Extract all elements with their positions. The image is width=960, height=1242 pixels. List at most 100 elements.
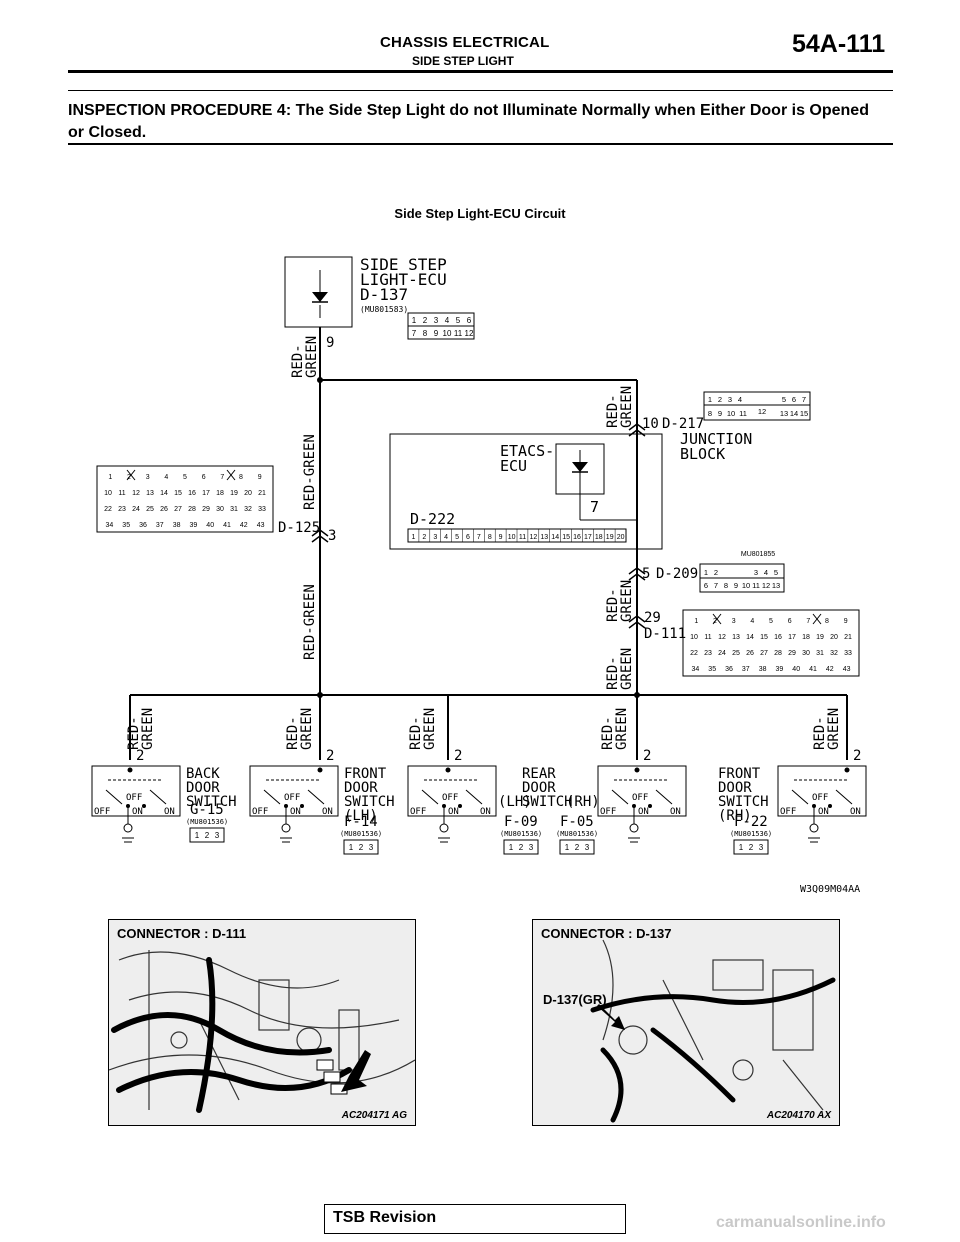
big-conn-pin: 5	[769, 618, 773, 625]
big-conn-pin: 42	[240, 522, 248, 529]
switch-conn-pin: 3	[369, 843, 374, 852]
switch-pin: 2	[643, 748, 651, 764]
d209-connector-face: MU801855 1 2 3 4 5 6 7 8 9 10 11 12 13	[699, 551, 785, 593]
junction-label-1: JUNCTION	[680, 430, 752, 448]
big-conn-pin: 11	[118, 490, 125, 497]
procedure-title: INSPECTION PROCEDURE 4: The Side Step Li…	[68, 102, 869, 141]
wire-label-d217-green: GREEN	[619, 386, 635, 428]
d111-pin: 29	[644, 610, 661, 626]
big-conn-pin: 43	[257, 522, 265, 529]
svg-text:8: 8	[423, 329, 428, 338]
switch-on-mid: ON	[818, 807, 829, 817]
switch-name-2: DOOR	[718, 780, 752, 796]
d222-pin: 2	[422, 534, 426, 541]
wire-label-ecu-red: RED-	[290, 344, 306, 378]
svg-text:12: 12	[758, 407, 766, 416]
d111-connector-face: 1234567891011121314151617181920212223242…	[682, 609, 860, 677]
d222-pin: 13	[540, 534, 548, 541]
big-conn-pin: 33	[258, 506, 266, 513]
d222-label: D-222	[410, 510, 455, 528]
svg-text:12: 12	[465, 329, 474, 338]
sw1-wire-green: GREEN	[140, 708, 156, 750]
svg-text:15: 15	[800, 409, 808, 418]
big-conn-pin: 20	[830, 634, 838, 641]
big-conn-pin: 19	[230, 490, 238, 497]
d222-pin: 3	[433, 534, 437, 541]
junction-block-box	[389, 433, 663, 550]
d222-pin: 6	[466, 534, 470, 541]
svg-text:2: 2	[423, 316, 428, 325]
svg-text:12: 12	[762, 581, 770, 590]
svg-text:4: 4	[764, 568, 768, 577]
svg-text:5: 5	[782, 395, 786, 404]
svg-text:10: 10	[742, 581, 750, 590]
svg-text:2: 2	[714, 568, 718, 577]
svg-text:11: 11	[454, 329, 463, 338]
big-conn-pin: 3	[732, 618, 736, 625]
photo-d111: CONNECTOR : D-111 AC204171 AG	[108, 919, 416, 1126]
switch-on-mid: ON	[290, 807, 301, 817]
photo-d137-code: AC204170 AX	[766, 1110, 831, 1121]
svg-text:8: 8	[724, 581, 728, 590]
big-conn-pin: 28	[774, 650, 782, 657]
svg-text:8: 8	[708, 409, 712, 418]
svg-text:13: 13	[772, 581, 780, 590]
svg-text:5: 5	[456, 316, 461, 325]
switch-name-3: SWITCH	[344, 794, 395, 810]
switch-connector: F-14	[344, 814, 378, 830]
big-conn-pin: 6	[788, 618, 792, 625]
svg-text:11: 11	[739, 409, 747, 418]
switch-name-1: FRONT	[718, 766, 761, 782]
d222-pin: 16	[573, 534, 581, 541]
d222-pin: 8	[488, 534, 492, 541]
switch-off-left: OFF	[780, 807, 796, 817]
sw3-wire-red: RED-	[408, 716, 424, 750]
switch-name-3: SWITCH	[718, 794, 769, 810]
d222-pin: 12	[530, 534, 538, 541]
svg-text:10: 10	[727, 409, 735, 418]
d217-connector-face: 1 2 3 4 5 6 7 8 9 10 11 12 13 14 15	[703, 391, 811, 421]
circuit-title: Side Step Light-ECU Circuit	[394, 206, 566, 221]
switch-on-mid: ON	[638, 807, 649, 817]
switch-conn-pin: 2	[519, 843, 524, 852]
big-conn-pin: 29	[788, 650, 796, 657]
sw1-wire-red: RED-	[126, 716, 142, 750]
big-conn-pin: 3	[146, 474, 150, 481]
switch-side: (LH)	[344, 808, 378, 824]
svg-text:MU801855: MU801855	[741, 551, 775, 558]
switch-conn-pin: 2	[575, 843, 580, 852]
big-conn-pin: 13	[146, 490, 154, 497]
side-step-ecu-box	[284, 256, 353, 328]
switch-conn-pin: 1	[349, 843, 354, 852]
d125-pin: 3	[328, 528, 336, 544]
big-conn-pin: 36	[725, 666, 733, 673]
svg-text:2: 2	[718, 395, 722, 404]
d137-connector-face: 1 2 3 4 5 6 7 8 9 10 11 12	[407, 312, 475, 340]
switch-name-1: REAR	[522, 766, 556, 782]
big-conn-pin: 40	[792, 666, 800, 673]
d222-pin: 18	[595, 534, 603, 541]
junction-label-2: BLOCK	[680, 445, 725, 463]
big-conn-pin: 30	[802, 650, 810, 657]
ecu-diode-icon	[312, 292, 328, 302]
big-conn-pin: 22	[104, 506, 112, 513]
big-conn-pin: 33	[844, 650, 852, 657]
switch-side: (RH)	[718, 808, 752, 824]
switch-on-right: ON	[670, 807, 681, 817]
sw2-wire-green: GREEN	[299, 708, 315, 750]
big-conn-pin: 31	[230, 506, 238, 513]
big-conn-pin: 24	[132, 506, 140, 513]
svg-text:14: 14	[790, 409, 798, 418]
svg-text:4: 4	[738, 395, 742, 404]
ecu-label-1: SIDE STEP	[360, 255, 447, 274]
switch-conn-pin: 1	[195, 831, 200, 840]
switch-on-right: ON	[850, 807, 861, 817]
photo-d137-label: CONNECTOR : D-137	[541, 926, 672, 941]
big-conn-pin: 12	[132, 490, 140, 497]
big-conn-pin: 21	[844, 634, 852, 641]
switch-name-1: FRONT	[344, 766, 387, 782]
big-conn-pin: 37	[742, 666, 750, 673]
switch-name-3: SWITCH	[186, 794, 237, 810]
